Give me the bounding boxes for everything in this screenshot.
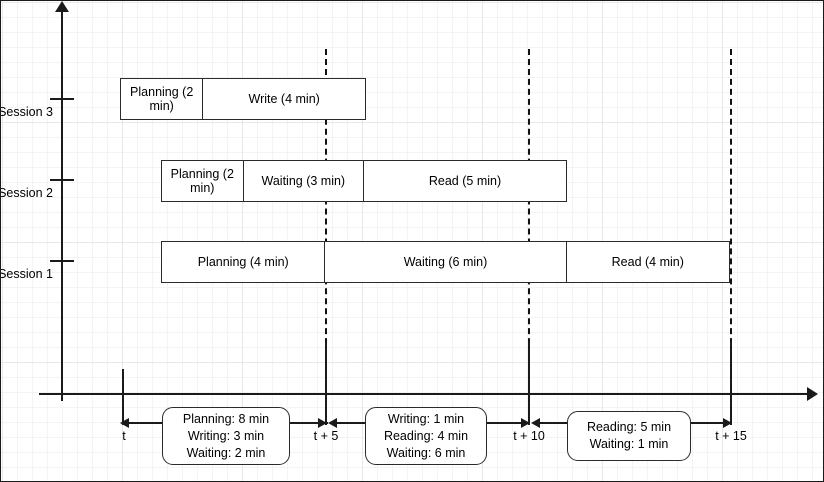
y-label-session-1: Session 1 bbox=[0, 267, 53, 281]
interval-summary-2: Writing: 1 min Reading: 4 min Waiting: 6… bbox=[365, 407, 487, 465]
session-2-bar: Planning (2 min) Waiting (3 min) Read (5… bbox=[161, 160, 567, 202]
x-label-t-plus-10: t + 10 bbox=[513, 429, 545, 443]
interval-1-line-2: Writing: 3 min bbox=[187, 428, 265, 443]
x-axis-arrow-icon bbox=[807, 387, 818, 401]
x-tick-stem-t-plus-10 bbox=[528, 341, 530, 425]
session-1-segment-planning: Planning (4 min) bbox=[162, 242, 326, 282]
interval-1-right-arrow-icon bbox=[318, 418, 327, 428]
dashed-marker-t-plus-5 bbox=[325, 49, 327, 394]
session-3-bar: Planning (2 min) Write (4 min) bbox=[120, 78, 366, 120]
interval-2-line-2: Reading: 4 min bbox=[383, 428, 469, 443]
x-axis-line bbox=[39, 393, 811, 395]
session-3-segment-write: Write (4 min) bbox=[203, 79, 365, 119]
y-label-session-3: Session 3 bbox=[0, 105, 53, 119]
y-tick-session-2 bbox=[50, 179, 74, 181]
x-tick-stem-t-plus-15 bbox=[730, 341, 732, 425]
interval-2-line-3: Waiting: 6 min bbox=[386, 445, 466, 460]
interval-3-line-2: Waiting: 1 min bbox=[589, 437, 669, 451]
session-2-segment-planning: Planning (2 min) bbox=[162, 161, 244, 201]
interval-3-right-arrow-icon bbox=[723, 418, 732, 428]
interval-2-right-arrow-icon bbox=[521, 418, 530, 428]
session-1-segment-read: Read (4 min) bbox=[566, 242, 729, 282]
y-axis-line bbox=[61, 9, 63, 401]
interval-1-line-3: Waiting: 2 min bbox=[186, 445, 266, 460]
interval-1-left-arrow-icon bbox=[120, 418, 129, 428]
interval-1-line-1: Planning: 8 min bbox=[182, 411, 270, 426]
dashed-marker-t-plus-10 bbox=[528, 49, 530, 394]
interval-summary-3: Reading: 5 min Waiting: 1 min bbox=[567, 411, 691, 461]
x-label-t: t bbox=[122, 429, 126, 443]
x-label-t-plus-15: t + 15 bbox=[715, 429, 747, 443]
x-tick-stem-t bbox=[122, 369, 124, 425]
y-axis-arrow-icon bbox=[55, 1, 69, 12]
y-tick-session-3 bbox=[50, 98, 74, 100]
interval-2-right-connector bbox=[484, 422, 528, 424]
session-1-segment-waiting: Waiting (6 min) bbox=[325, 242, 567, 282]
interval-2-left-arrow-icon bbox=[328, 418, 337, 428]
interval-1-right-connector bbox=[288, 422, 328, 424]
x-label-t-plus-5: t + 5 bbox=[313, 429, 339, 443]
interval-2-left-connector bbox=[332, 422, 368, 424]
session-2-segment-read: Read (5 min) bbox=[364, 161, 566, 201]
x-tick-stem-t-plus-5 bbox=[325, 341, 327, 425]
interval-2-line-1: Writing: 1 min bbox=[387, 411, 465, 426]
interval-3-left-connector bbox=[534, 422, 568, 424]
y-label-session-2: Session 2 bbox=[0, 186, 53, 200]
interval-summary-1: Planning: 8 min Writing: 3 min Waiting: … bbox=[162, 407, 290, 465]
y-tick-session-1 bbox=[50, 260, 74, 262]
session-3-segment-planning: Planning (2 min) bbox=[121, 79, 204, 119]
session-1-bar: Planning (4 min) Waiting (6 min) Read (4… bbox=[161, 241, 730, 283]
interval-3-left-arrow-icon bbox=[531, 418, 540, 428]
interval-3-line-1: Reading: 5 min bbox=[586, 420, 672, 434]
interval-1-left-connector bbox=[129, 422, 165, 424]
interval-3-right-connector bbox=[690, 422, 732, 424]
session-2-segment-waiting: Waiting (3 min) bbox=[243, 161, 365, 201]
dashed-marker-t-plus-15 bbox=[730, 49, 732, 394]
